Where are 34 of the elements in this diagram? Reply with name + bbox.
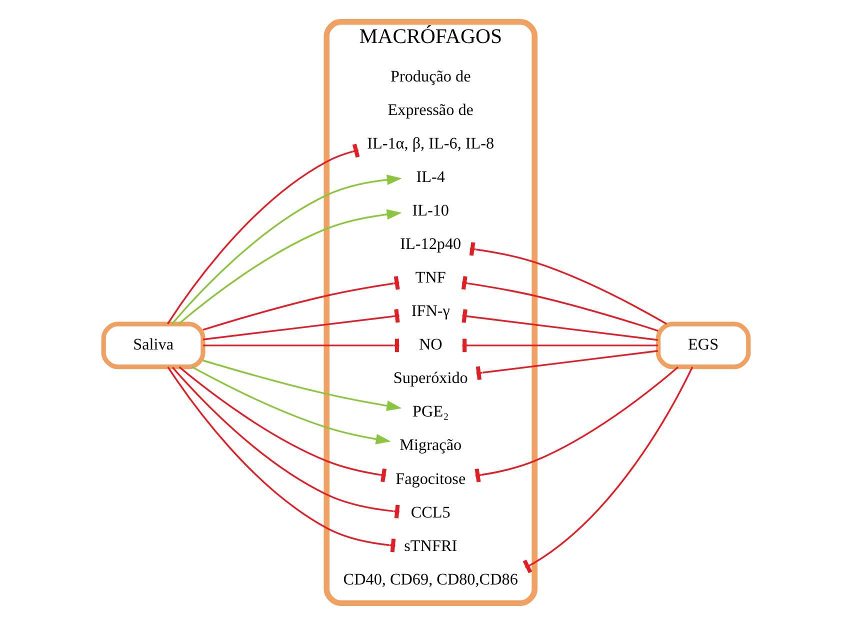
connector xyxy=(474,366,678,482)
node-text: IL-4 xyxy=(416,169,444,186)
connector xyxy=(166,144,360,324)
connector xyxy=(460,276,658,332)
node-text: CCL5 xyxy=(410,504,450,522)
connector xyxy=(475,350,658,380)
node-text: Fagocitose xyxy=(395,470,466,488)
connector xyxy=(202,309,400,340)
label: Produção de xyxy=(390,68,470,86)
connector xyxy=(522,366,693,574)
connector xyxy=(171,366,400,518)
node-text: PGE₂ xyxy=(412,404,448,421)
node-text: IFN-γ xyxy=(410,303,450,320)
arrow xyxy=(178,209,402,325)
connector xyxy=(166,366,396,552)
node-text: IL-1α, β, IL-6, IL-8 xyxy=(366,136,494,153)
node-box: EGS xyxy=(655,322,750,370)
label: Expressão de xyxy=(387,102,473,120)
node-text: TNF xyxy=(414,270,446,287)
connector xyxy=(461,309,658,341)
arrow xyxy=(170,174,402,324)
node-box: Saliva xyxy=(100,322,205,370)
connector xyxy=(178,366,386,482)
connector xyxy=(468,242,666,325)
node-text: IL-12p40 xyxy=(400,236,461,254)
arrow xyxy=(202,360,402,411)
node-text: Superóxido xyxy=(392,370,468,388)
node-text: IL-10 xyxy=(412,202,449,220)
node-text: NO xyxy=(418,336,442,354)
node-text: Migração xyxy=(399,437,462,454)
node-text: CD40, CD69, CD80,CD86 xyxy=(342,571,518,588)
arrow xyxy=(190,366,390,444)
node-text: sTNFRI xyxy=(404,538,457,555)
connector xyxy=(202,276,400,331)
